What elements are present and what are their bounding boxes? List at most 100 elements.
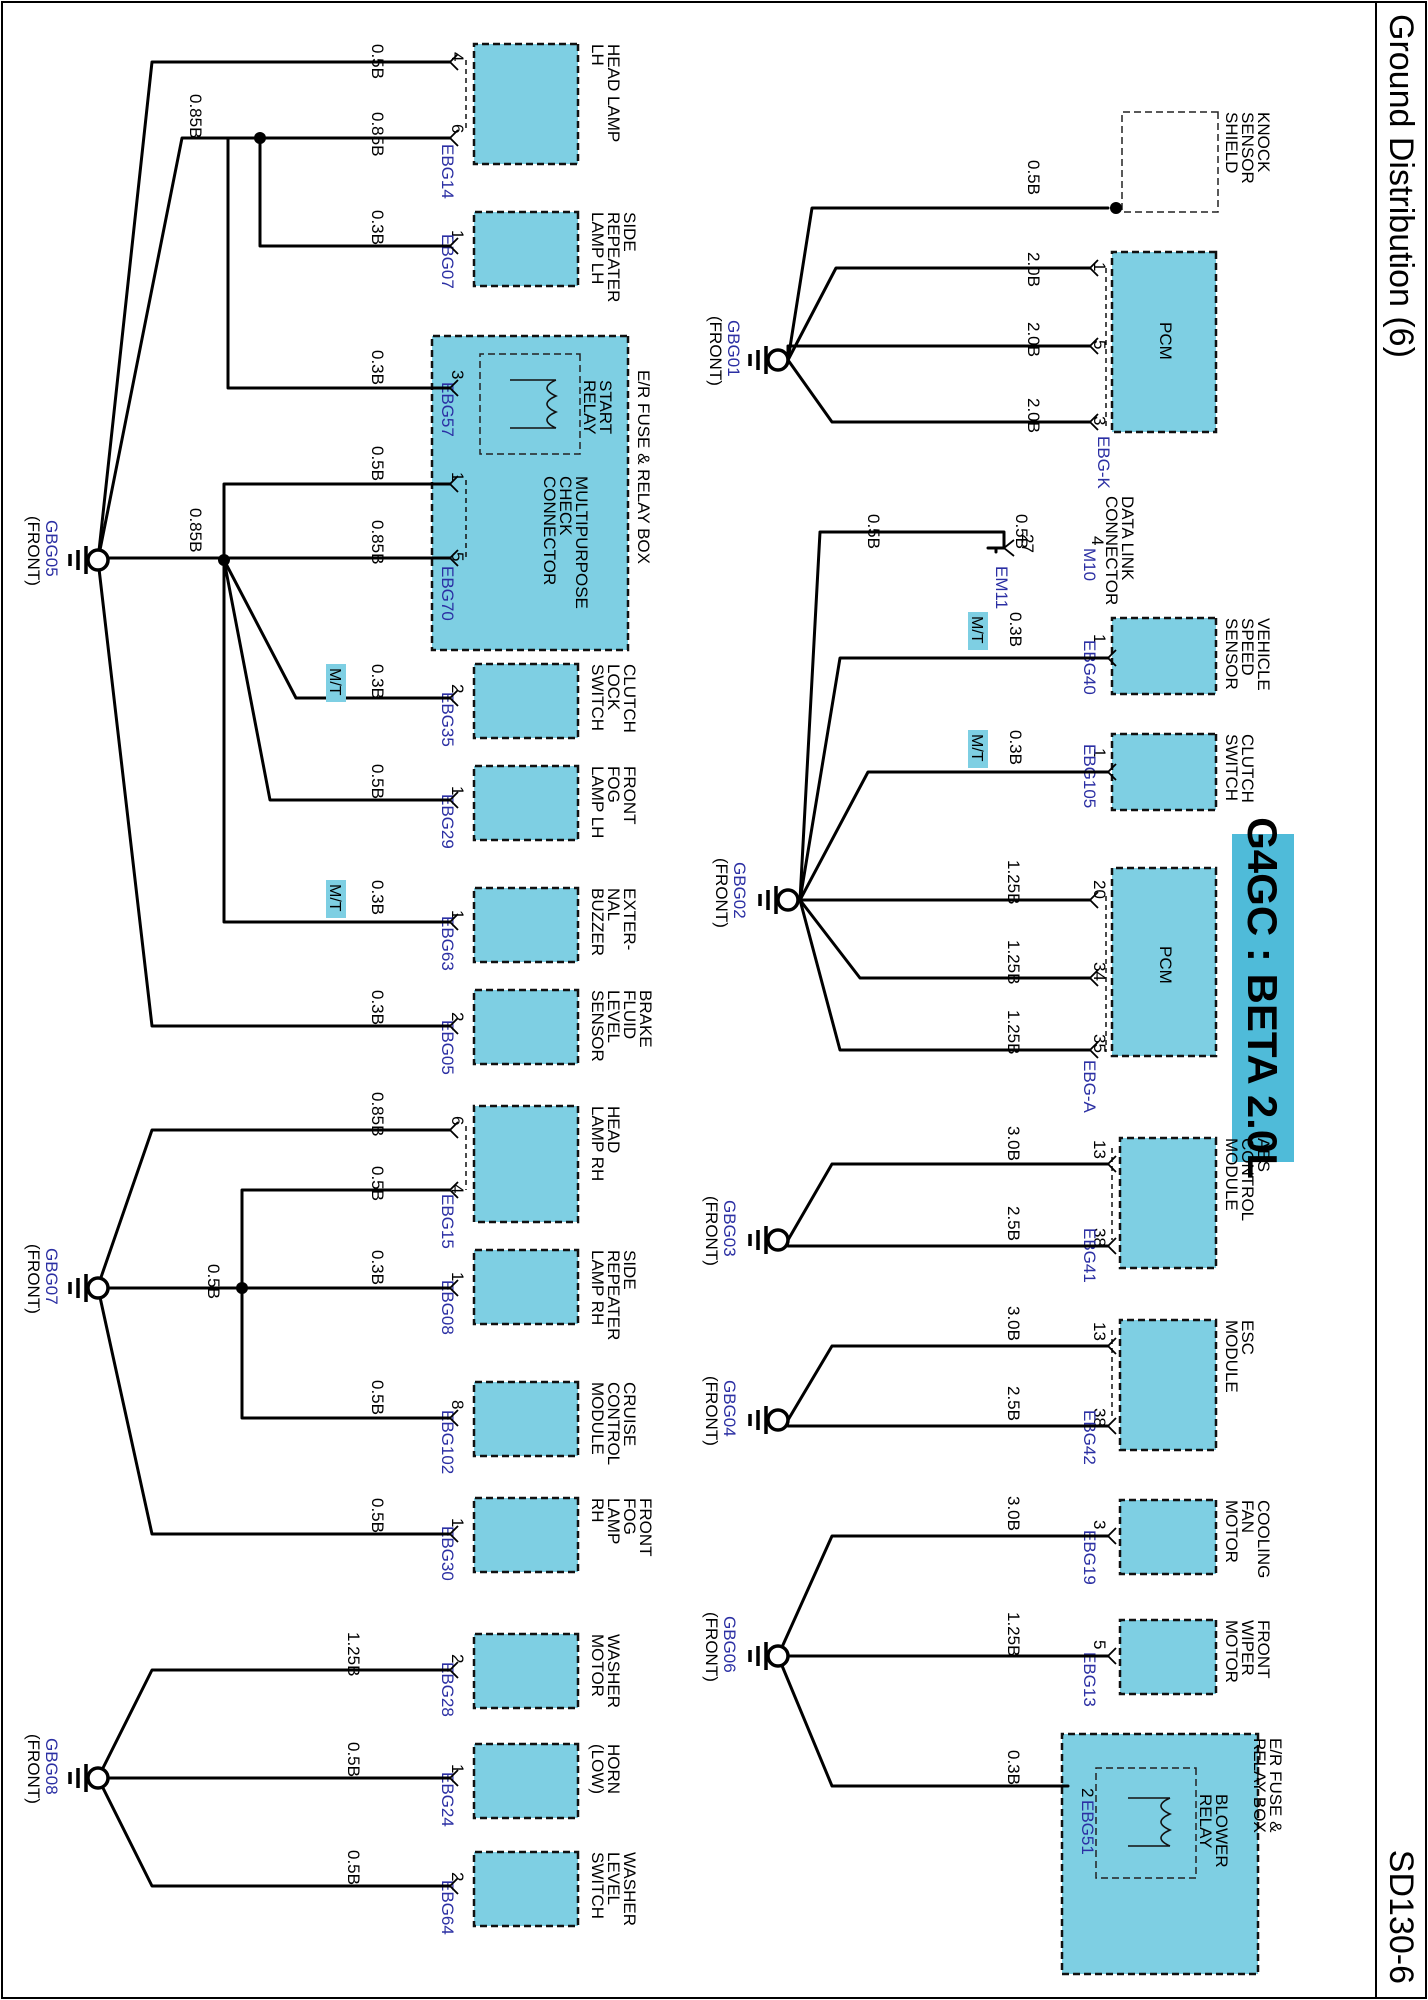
ground-symbol-gbg03	[748, 1226, 790, 1254]
abs-control-module-box[interactable]	[1118, 1136, 1218, 1270]
side-repeater-lamp-rh-box[interactable]	[472, 1248, 580, 1326]
washer-motor-box[interactable]	[472, 1632, 580, 1710]
front-fog-rh-wire	[96, 1286, 452, 1536]
head-lamp-lh-box[interactable]	[472, 42, 580, 166]
ground-label-gbg06: GBG06	[720, 1616, 739, 1673]
brake-fluid-pin: 2	[448, 1012, 467, 1021]
brake-fluid-level-sensor-label: BRAKE FLUID LEVEL SENSOR	[588, 990, 655, 1062]
head-lamp-rh-pin-b: 4	[448, 1184, 467, 1193]
horn-low-pin: 1	[448, 1764, 467, 1773]
side-repeater-lh-wire	[258, 136, 452, 248]
abs-pin-b: 38	[1090, 1228, 1109, 1247]
multipurpose-pin-b: 5	[448, 552, 467, 561]
gbg07-trunk-gauge: 0.5B	[204, 1264, 223, 1299]
pcm-2-wire-c	[798, 898, 1092, 1052]
blower-relay-label: BLOWER RELAY	[1196, 1794, 1231, 1872]
page-code: SD130-6	[1382, 1850, 1420, 1984]
external-buzzer-gauge: 0.3B	[368, 880, 387, 915]
esc-module-box[interactable]	[1118, 1318, 1218, 1452]
cooling-fan-gauge: 3.0B	[1004, 1496, 1023, 1531]
engine-banner: G4GC : BETA 2.0L	[1239, 817, 1286, 1179]
data-link-connector-label: DATA LINK CONNECTOR	[1102, 496, 1137, 605]
washer-motor-pin: 2	[448, 1654, 467, 1663]
washer-level-switch-box[interactable]	[472, 1850, 580, 1928]
start-relay-pin: 3	[448, 370, 467, 379]
brake-fluid-level-sensor-box[interactable]	[472, 988, 580, 1066]
ground-label-gbg08: GBG08	[42, 1738, 61, 1795]
horn-low-box[interactable]	[472, 1742, 580, 1820]
external-buzzer-mt-tag-bg	[326, 880, 346, 918]
pcm-1-gauge-b: 2.0B	[1024, 322, 1043, 357]
ground-label-gbg05: GBG05	[42, 520, 61, 577]
cruise-control-module-box[interactable]	[472, 1380, 580, 1458]
ground-label-gbg07: GBG07	[42, 1248, 61, 1305]
blower-relay-connector-id: EBG51	[1078, 1800, 1097, 1855]
ground-symbol-gbg02	[758, 886, 800, 914]
head-lamp-rh-wire-b	[240, 1188, 452, 1290]
vss-gauge: 0.3B	[1006, 612, 1025, 647]
clutch-switch-pin: 1	[1090, 748, 1109, 757]
esc-module-label: ESC MODULE	[1222, 1320, 1257, 1393]
pcm-2-label: PCM	[1156, 946, 1175, 984]
front-wiper-gauge: 1.25B	[1004, 1612, 1023, 1656]
multipurpose-check-connector-label: MULTIPURPOSE CHECK CONNECTOR	[540, 476, 591, 614]
front-fog-lamp-lh-label: FRONT FOG LAMP LH	[588, 766, 639, 838]
pcm-box-1[interactable]	[1110, 250, 1218, 434]
esc-pin-a: 13	[1090, 1322, 1109, 1341]
clutch-switch-gauge: 0.3B	[1006, 730, 1025, 765]
ground-location-gbg02: (FRONT)	[712, 858, 731, 928]
vehicle-speed-sensor-box[interactable]	[1110, 616, 1218, 696]
clutch-switch-box[interactable]	[1110, 732, 1218, 812]
ground-symbol-gbg04	[748, 1406, 790, 1434]
cooling-fan-motor-box[interactable]	[1118, 1498, 1218, 1576]
er-fuse-relay-box-large-label: E/R FUSE & RELAY BOX	[634, 370, 653, 564]
clutch-lock-switch-label: CLUTCH LOCK SWITCH	[588, 664, 639, 738]
front-fog-lamp-rh-box[interactable]	[472, 1496, 580, 1574]
ground-location-gbg07: (FRONT)	[24, 1244, 43, 1314]
head-lamp-rh-box[interactable]	[472, 1104, 580, 1224]
gbg03-group: ABS CONTROL MODULE 13 38 EBG41 3.0B 2.5B…	[702, 1126, 1273, 1283]
cruise-control-gauge: 0.5B	[368, 1380, 387, 1415]
er-fuse-relay-box-small[interactable]	[1060, 1732, 1260, 1976]
dlc-trunk-gauge: 0.5B	[864, 514, 883, 549]
clutch-switch-mt-tag: M/T	[968, 734, 985, 762]
ground-symbol-gbg06	[748, 1642, 790, 1670]
abs-wire-a	[786, 1162, 1110, 1242]
em11-pin: 27	[1018, 534, 1037, 553]
clutch-switch-connector-id: EBG105	[1080, 744, 1099, 808]
side-repeater-lamp-rh-label: SIDE REPEATER LAMP RH	[588, 1250, 639, 1345]
esc-connector-id: EBG42	[1080, 1410, 1099, 1465]
vss-mt-tag: M/T	[968, 616, 985, 644]
pcm-2-pin-c: 35	[1090, 1034, 1109, 1053]
side-repeater-lamp-lh-box[interactable]	[472, 210, 580, 288]
pcm-2-connector-id: EBG-A	[1080, 1060, 1099, 1114]
clutch-lock-switch-box[interactable]	[472, 662, 580, 740]
diagram-title: Ground Distribution (6)	[1382, 14, 1420, 358]
external-buzzer-box[interactable]	[472, 886, 580, 964]
front-fog-lamp-lh-box[interactable]	[472, 764, 580, 842]
washer-motor-connector-id: EBG28	[438, 1662, 457, 1717]
dlc-gauge: 0.5B	[1012, 514, 1031, 549]
er-fuse-relay-box-large[interactable]	[430, 334, 630, 652]
front-fog-lh-gauge: 0.5B	[368, 764, 387, 799]
pcm-box-2[interactable]	[1110, 866, 1218, 1058]
front-fog-lh-connector-id: EBG29	[438, 794, 457, 849]
vss-connector-id: EBG40	[1080, 640, 1099, 695]
em11-connector-id: EM11	[992, 566, 1011, 609]
start-relay-gauge: 0.3B	[368, 350, 387, 385]
esc-wire-a	[786, 1344, 1110, 1422]
front-wiper-motor-box[interactable]	[1118, 1618, 1218, 1696]
ground-symbol-gbg01	[748, 346, 790, 374]
gbg05-group: HEAD LAMP LH 4 6 EBG14 0.5B 0.85B 0.85B …	[24, 42, 655, 1075]
pcm-1-gauge-c: 2.0B	[1024, 398, 1043, 433]
cruise-control-pin: 8	[448, 1400, 467, 1409]
head-lamp-rh-gauge-b: 0.5B	[368, 1166, 387, 1201]
brake-fluid-connector-id: EBG05	[438, 1020, 457, 1075]
horn-low-connector-id: EBG24	[438, 1772, 457, 1827]
cooling-fan-wire	[776, 1534, 1110, 1658]
blower-relay-pin: 2	[1078, 1788, 1097, 1797]
clutch-lock-connector-id: EBG35	[438, 692, 457, 747]
head-lamp-rh-label: HEAD LAMP RH	[588, 1106, 623, 1181]
